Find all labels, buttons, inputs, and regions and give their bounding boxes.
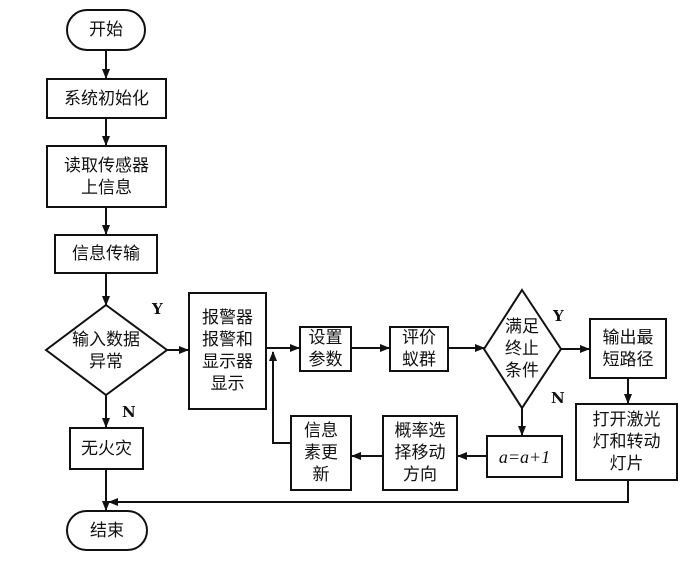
terminate-decision: 满足 终止 条件 xyxy=(500,314,544,384)
arrow-pheromone-loop xyxy=(269,351,290,444)
alarm-box: 报警器 报警和 显示器 显示 xyxy=(188,292,267,410)
start-label: 开始 xyxy=(89,20,123,40)
output-path-box: 输出最 短路径 xyxy=(589,318,667,379)
end-label: 结束 xyxy=(90,520,124,541)
read-sensor-label: 读取传感器 上信息 xyxy=(64,155,149,198)
pheromone-box: 信息 素更 新 xyxy=(290,415,352,491)
laser-box: 打开激光 灯和转动 灯片 xyxy=(575,403,678,481)
increment-box: a=a+1 xyxy=(486,435,563,478)
terminate-no-label: N xyxy=(551,389,565,407)
set-params-box: 设置 参数 xyxy=(299,326,352,372)
start-terminal: 开始 xyxy=(66,9,146,51)
init-label: 系统初始化 xyxy=(64,88,149,109)
end-terminal: 结束 xyxy=(66,510,148,551)
alarm-label: 报警器 报警和 显示器 显示 xyxy=(202,308,253,394)
no-fire-box: 无火灾 xyxy=(69,427,144,470)
evaluate-box: 评价 蚁群 xyxy=(389,326,449,372)
abnormal-no-label: N xyxy=(122,403,136,421)
no-fire-label: 无火灾 xyxy=(81,438,132,459)
set-params-label: 设置 参数 xyxy=(308,328,343,370)
transmit-box: 信息传输 xyxy=(54,234,158,274)
abnormal-yes-label: Y xyxy=(152,300,163,318)
transmit-label: 信息传输 xyxy=(72,244,140,264)
pheromone-label: 信息 素更 新 xyxy=(304,421,338,485)
laser-label: 打开激光 灯和转动 灯片 xyxy=(592,410,661,474)
abnormal-decision: 输入数据 异常 xyxy=(60,328,152,374)
output-path-label: 输出最 短路径 xyxy=(602,327,654,370)
increment-label: a=a+1 xyxy=(498,446,551,467)
evaluate-label: 评价 蚁群 xyxy=(402,328,436,370)
prob-select-box: 概率选 择移动 方向 xyxy=(382,415,458,491)
abnormal-label: 输入数据 异常 xyxy=(72,330,140,372)
terminate-label: 满足 终止 条件 xyxy=(505,317,539,381)
read-sensor-box: 读取传感器 上信息 xyxy=(46,145,167,208)
prob-select-label: 概率选 择移动 方向 xyxy=(394,421,446,485)
arrow-laser-end xyxy=(108,481,629,506)
terminate-yes-label: Y xyxy=(553,307,564,325)
init-box: 系统初始化 xyxy=(46,78,167,119)
